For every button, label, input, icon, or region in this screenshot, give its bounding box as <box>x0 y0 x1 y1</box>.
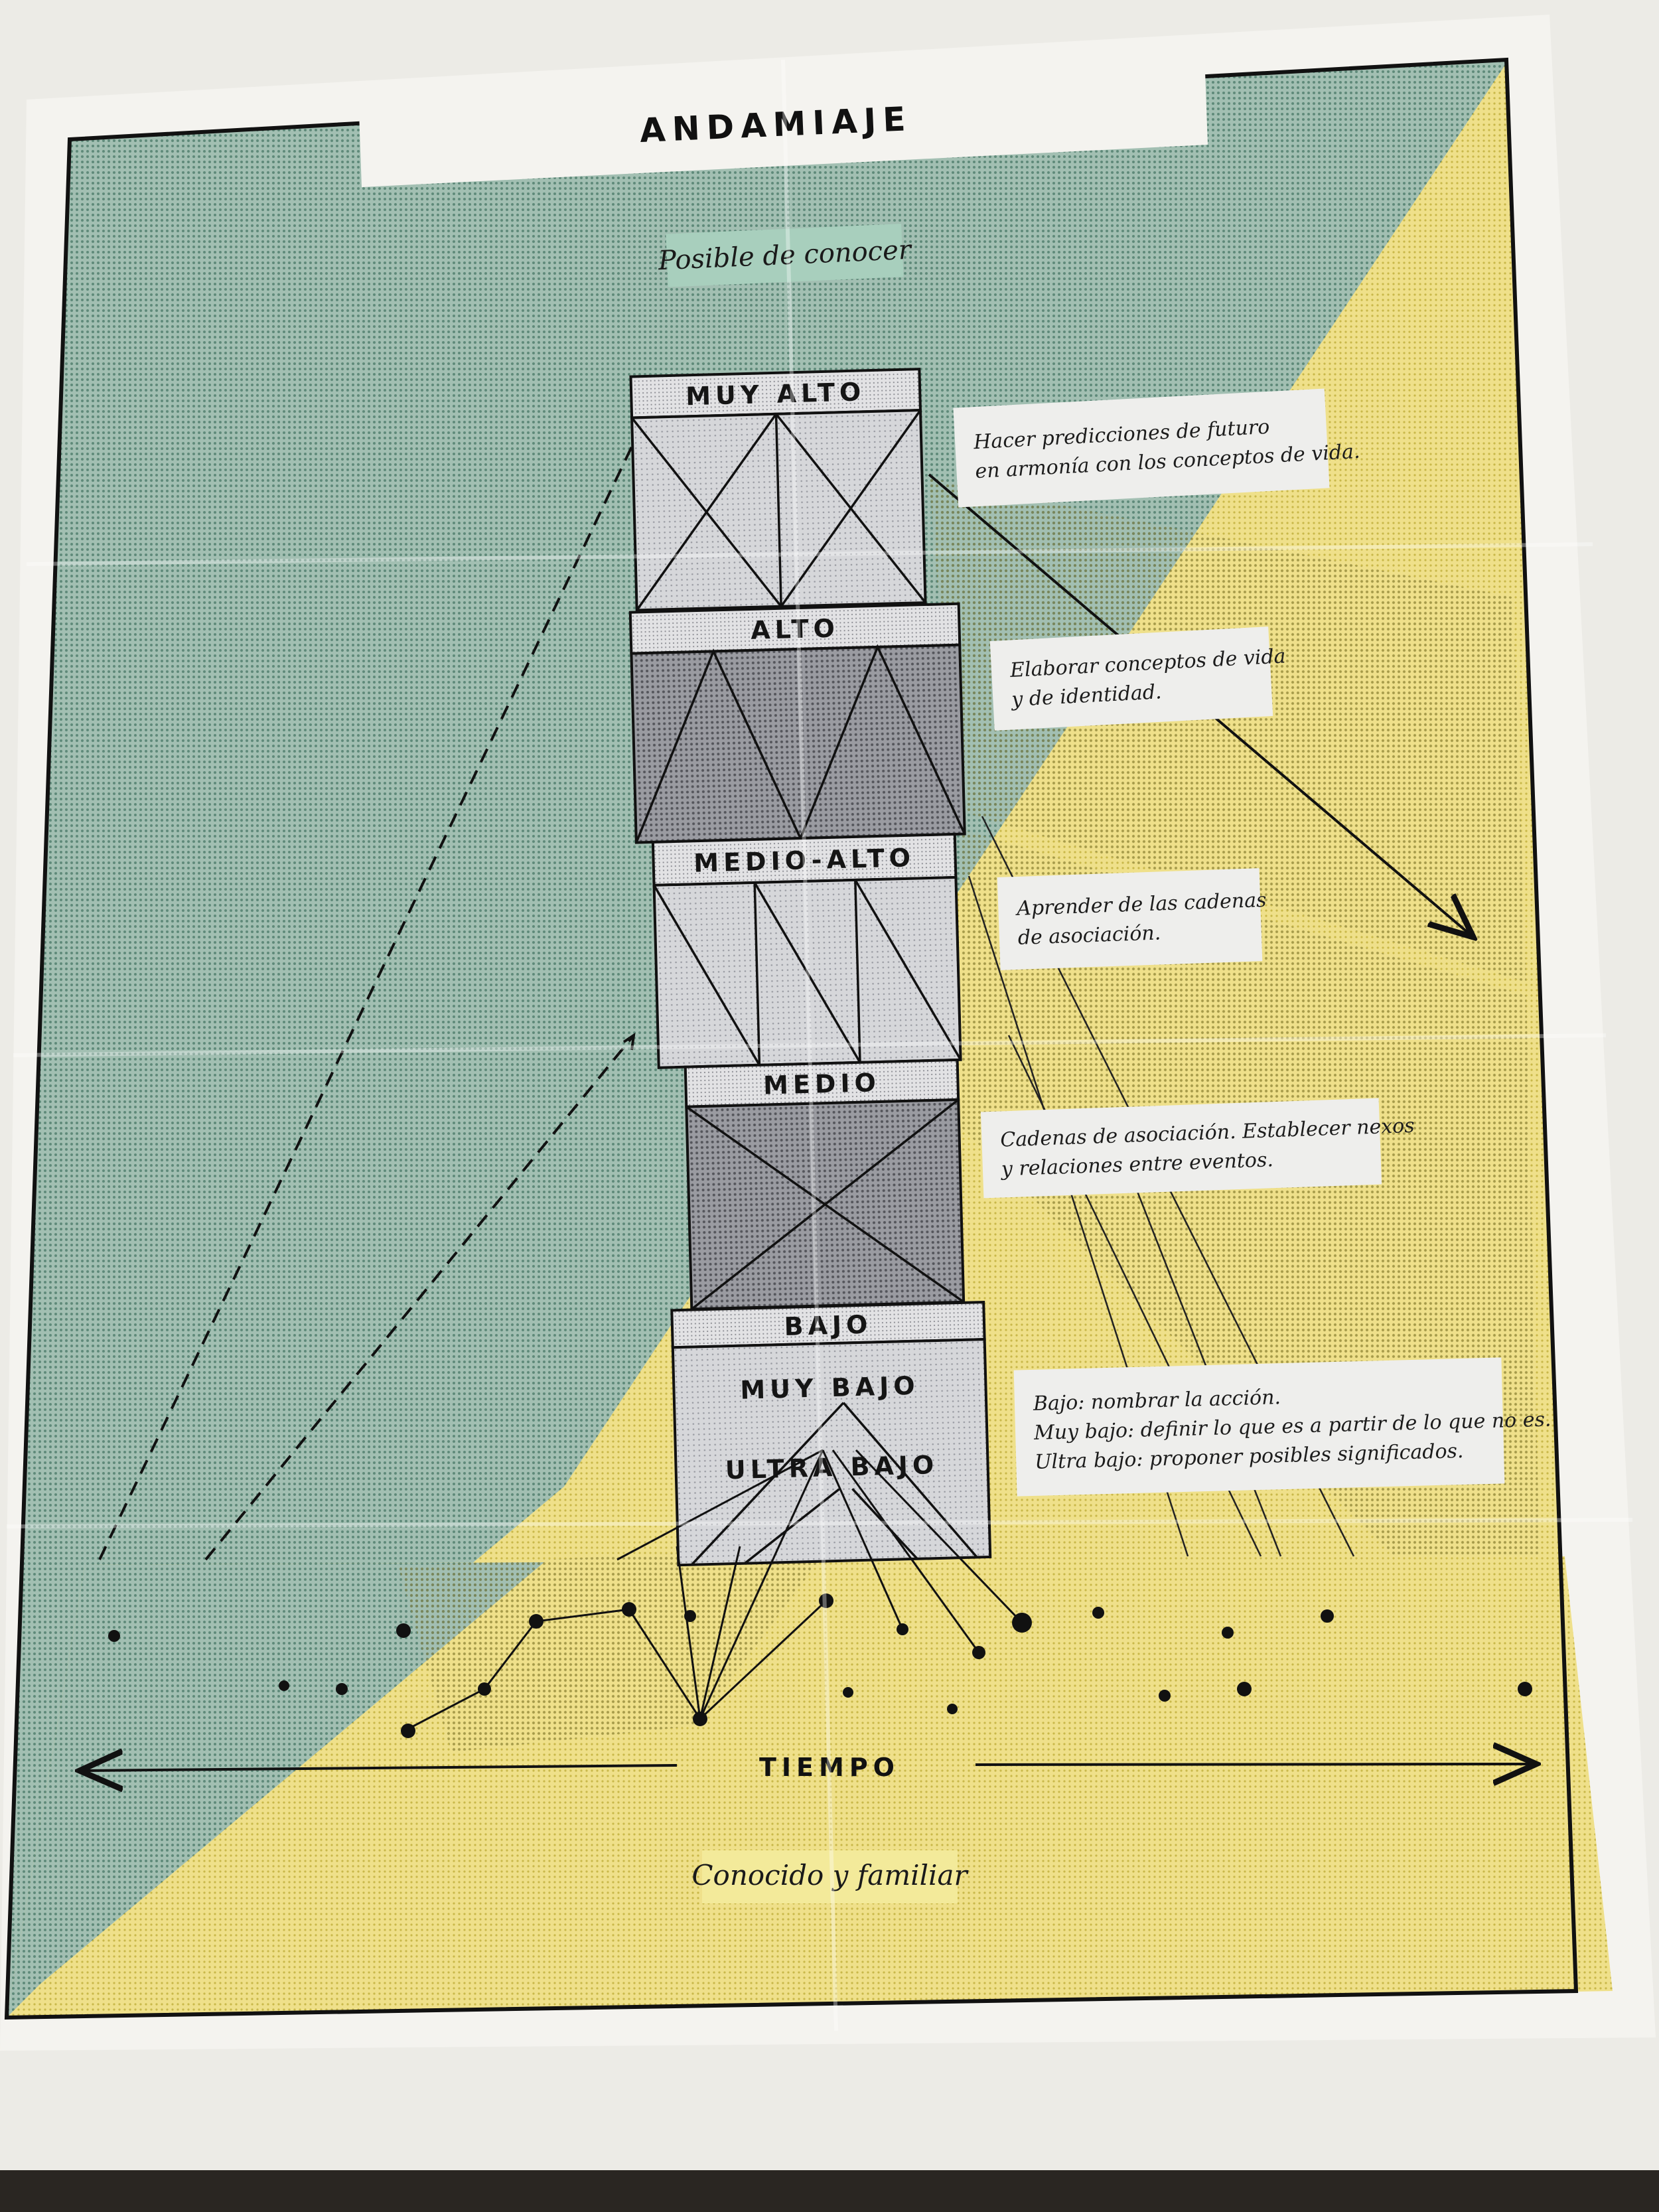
timeline-dot <box>1237 1682 1252 1696</box>
timeline-dot <box>401 1724 415 1738</box>
connector-line <box>699 1546 741 1720</box>
timeline-dot <box>1092 1607 1104 1619</box>
caption-paper <box>989 627 1273 731</box>
dashed-arrows <box>98 414 648 1561</box>
caption-card: Bajo: nombrar la acción.Muy bajo: defini… <box>1013 1357 1551 1497</box>
caption-card: Cadenas de asociación. Establecer nexosy… <box>980 1098 1415 1199</box>
timeline-dot <box>622 1602 636 1617</box>
fold-creases <box>6 59 1633 2031</box>
time-axis-label: TIEMPO <box>759 1753 900 1782</box>
level-label: MEDIO-ALTO <box>693 843 916 878</box>
connector-line <box>676 1546 701 1720</box>
connector-lines <box>407 1449 1023 1730</box>
level-bajo: BAJO MUY BAJO ULTRA BAJO <box>670 1301 992 1567</box>
caption-paper <box>980 1098 1382 1199</box>
timeline-dot <box>478 1682 491 1696</box>
connector-line <box>699 1449 824 1720</box>
time-axis-right <box>975 1764 1536 1765</box>
dashed-arrow-head <box>622 1032 636 1051</box>
shadow-stripe <box>398 1546 830 1752</box>
timeline-dot <box>529 1614 543 1629</box>
timeline-dot <box>108 1630 120 1642</box>
level-label: MEDIO <box>763 1068 881 1100</box>
level-label: MUY ALTO <box>685 377 866 411</box>
timeline-dot <box>1222 1627 1234 1639</box>
connector-line <box>822 1449 904 1630</box>
level-body <box>671 1338 992 1567</box>
timeline-dots <box>108 1593 1532 1738</box>
timeline-dot <box>1159 1690 1171 1702</box>
timeline-dot <box>1012 1613 1032 1633</box>
time-band-teal-corner <box>7 1562 544 2018</box>
trend-line <box>407 1599 828 1730</box>
timeline-dot <box>897 1623 908 1635</box>
level-muy-alto: MUY ALTO <box>629 368 927 612</box>
connector-line <box>616 1449 824 1561</box>
time-axis-left <box>80 1765 678 1771</box>
timeline-dot <box>972 1646 985 1659</box>
level-tower: MUY ALTO ALTO MEDIO-ALTO MEDIO BAJO MUY BAJO U… <box>628 368 992 1567</box>
level-label: ALTO <box>751 613 840 644</box>
top-label-box <box>666 224 904 287</box>
timeline-dot <box>843 1687 853 1698</box>
timeline-dot <box>396 1623 411 1638</box>
timeline-dot <box>819 1593 833 1608</box>
timeline-dot <box>684 1610 696 1622</box>
title-band <box>358 53 1208 187</box>
table-edge <box>0 2170 1659 2212</box>
timeline-dot <box>279 1680 289 1691</box>
timeline-dot <box>947 1704 958 1714</box>
connector-line <box>855 1449 1023 1624</box>
timeline-dot <box>1518 1682 1532 1696</box>
caption-paper <box>953 388 1330 508</box>
level-label: MUY BAJO <box>740 1371 920 1405</box>
timeline-dot <box>336 1683 348 1695</box>
bottom-label: Conocido y familiar <box>691 1859 969 1891</box>
caption-line: de asociación. <box>1017 921 1161 949</box>
timeline-dot <box>693 1712 707 1726</box>
timeline-dot <box>1321 1609 1334 1623</box>
level-medio: MEDIO <box>684 1058 966 1311</box>
level-bracing <box>685 1098 965 1310</box>
level-bracing <box>653 877 962 1066</box>
caption-paper <box>1013 1357 1505 1497</box>
level-alto: ALTO <box>628 602 966 844</box>
level-label: BAJO <box>784 1309 873 1341</box>
bottom-label-box <box>702 1850 958 1903</box>
connector-line <box>831 1449 980 1653</box>
caption-paper <box>997 868 1263 970</box>
yellow-region <box>7 60 1576 2018</box>
level-bracing <box>630 409 926 611</box>
level-label: ULTRA BAJO <box>725 1450 938 1485</box>
